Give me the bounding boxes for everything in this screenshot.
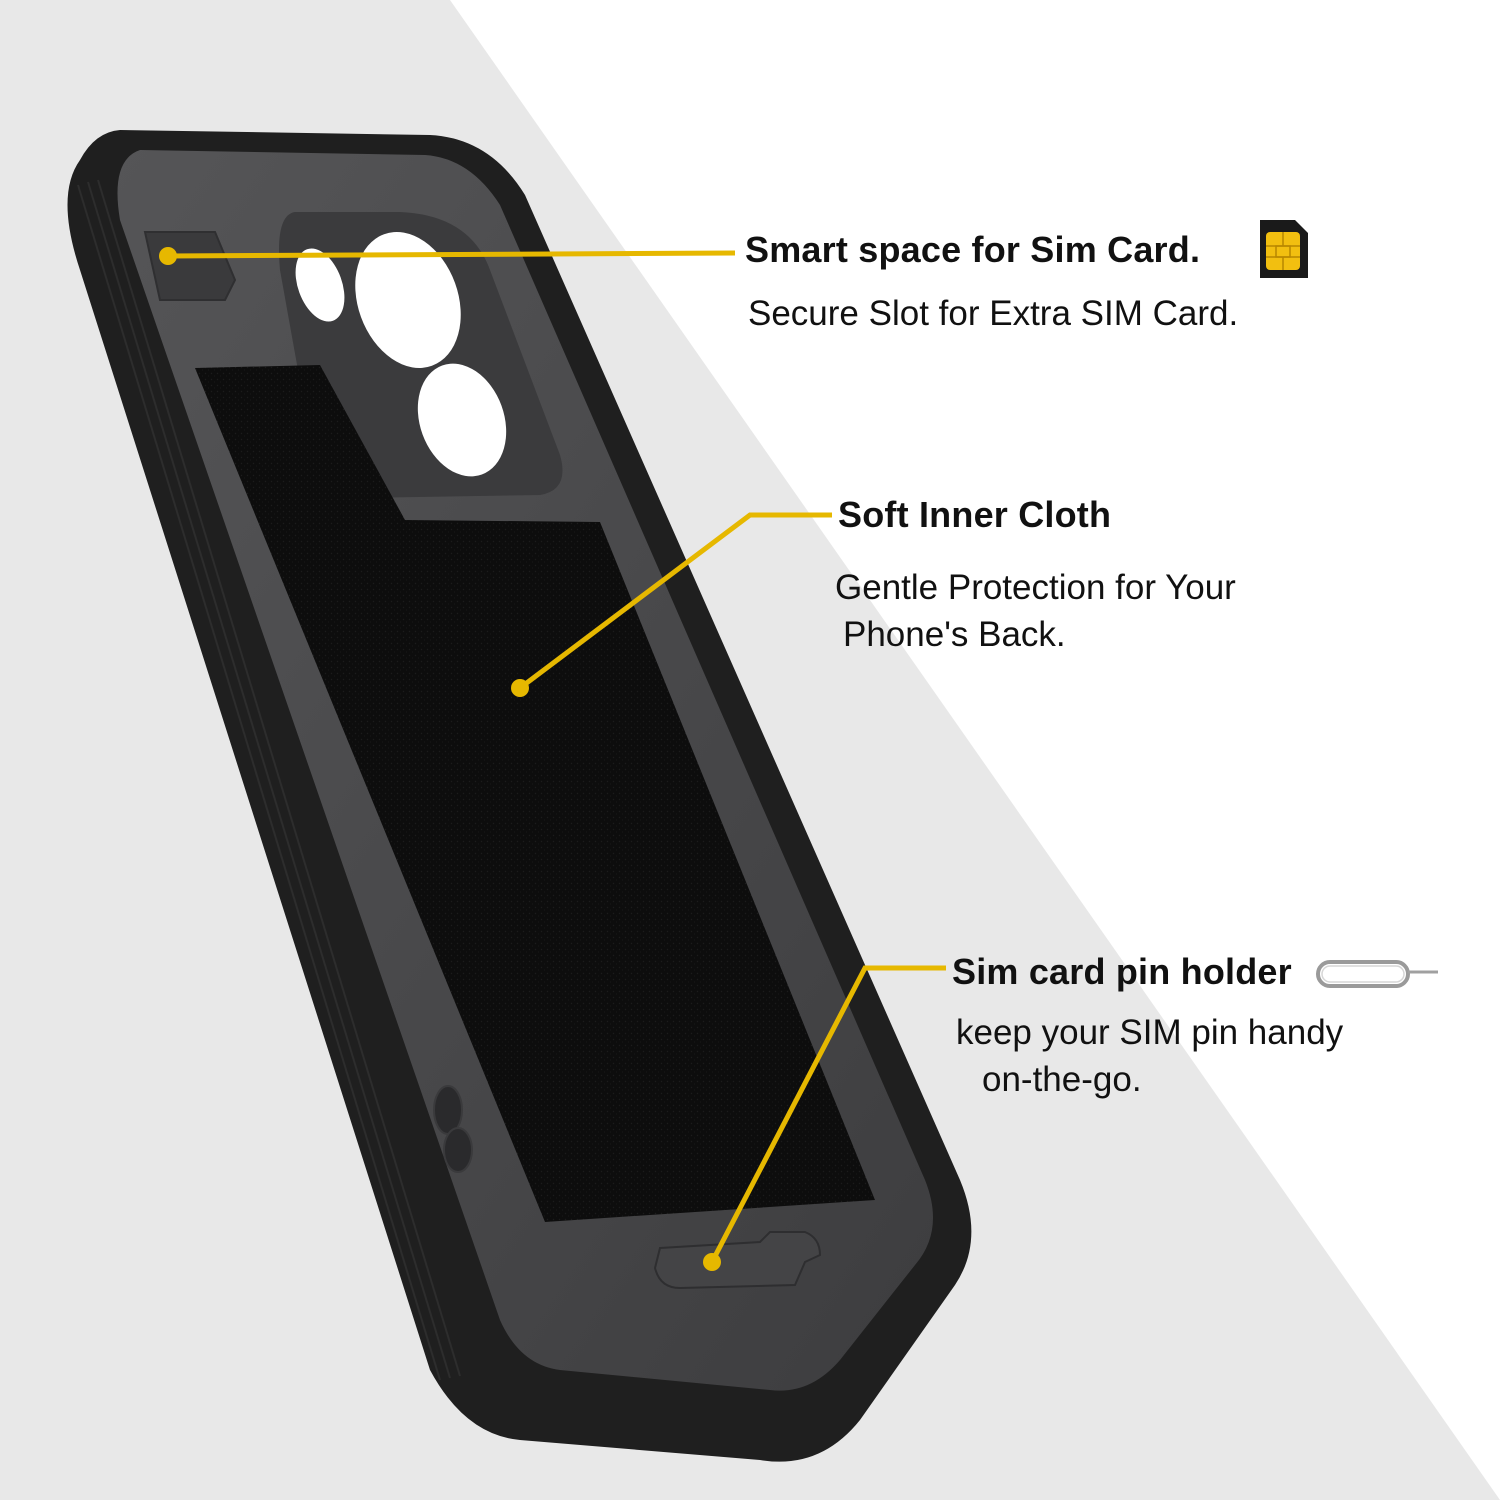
sim-card-icon [1260, 220, 1308, 278]
camera-cutout-main [355, 232, 461, 368]
side-buttons [433, 1085, 473, 1173]
flash-cutout [295, 248, 345, 322]
camera-cutout-secondary [417, 363, 507, 477]
pin-holder-description-line2: on-the-go. [982, 1060, 1142, 1099]
sim-space-description: Secure Slot for Extra SIM Card. [748, 294, 1239, 333]
inner-cloth-description-line1: Gentle Protection for Your [835, 568, 1236, 607]
inner-cloth [195, 365, 875, 1222]
callout-lines [167, 250, 946, 1264]
inner-cloth-title: Soft Inner Cloth [838, 494, 1112, 535]
pin-holder-title: Sim card pin holder [952, 951, 1292, 992]
pin-holder-slot [653, 1231, 822, 1290]
sim-eject-pin-icon [1316, 960, 1438, 988]
pin-holder-description-line1: keep your SIM pin handy [956, 1013, 1344, 1052]
case-side-ribs [77, 179, 461, 1381]
sim-space-title: Smart space for Sim Card. [745, 229, 1201, 270]
inner-cloth-description-line2: Phone's Back. [843, 615, 1066, 654]
callout-dots [159, 247, 721, 1271]
